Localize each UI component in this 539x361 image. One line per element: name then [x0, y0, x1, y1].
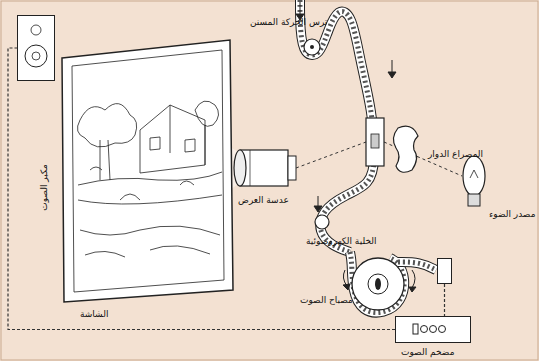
part-label: ترس الحركة المسنن: [250, 18, 327, 27]
projection-lens: [234, 150, 296, 186]
part-label: الخلية الكهروضوئية: [306, 237, 376, 246]
film-edge: [350, 252, 404, 313]
part-label: المصراع الدوار: [428, 150, 483, 159]
film-perforation: [350, 252, 404, 313]
film-perforation: [398, 262, 436, 270]
sprocket-hub: [310, 45, 314, 49]
screen-picture: [77, 101, 222, 257]
film-gate: [366, 118, 384, 166]
sound-drum: [352, 258, 404, 310]
sprocket: [304, 39, 320, 55]
screen: [62, 40, 233, 302]
film-body: [398, 262, 436, 270]
signal-wire: [8, 48, 395, 330]
speaker-cone: [25, 25, 47, 67]
film-edge: [398, 262, 436, 270]
film-edge: [300, 0, 374, 252]
screen-image: [72, 50, 224, 292]
film-strip: [300, 0, 436, 313]
rotating-shutter: [393, 126, 418, 172]
part-label: عدسة العرض: [238, 196, 289, 205]
part-label: مصدر الضوء: [489, 210, 536, 219]
part-label: مكبر الصوت: [40, 164, 49, 211]
signal-wire: [444, 284, 445, 316]
motion-arrow: [296, 2, 416, 292]
amplifier-box: مضخم الصوت: [395, 316, 471, 343]
part-label: مصباح الصوت: [300, 296, 353, 305]
part-label: مضخم الصوت: [401, 348, 454, 357]
amplifier-knobs: [413, 324, 446, 334]
gate-window: [371, 134, 379, 148]
film-perforation: [300, 0, 374, 252]
part-label: الشاشة: [80, 310, 108, 319]
speaker-box: مكبر الصوت: [17, 15, 55, 81]
optical-axis: [296, 142, 366, 168]
photocell-box: الخلية الكهروضوئية: [437, 258, 452, 284]
film-body: [350, 252, 404, 313]
film-body: [300, 0, 374, 252]
sprocket: [315, 215, 329, 229]
light-bulb: [463, 156, 485, 206]
